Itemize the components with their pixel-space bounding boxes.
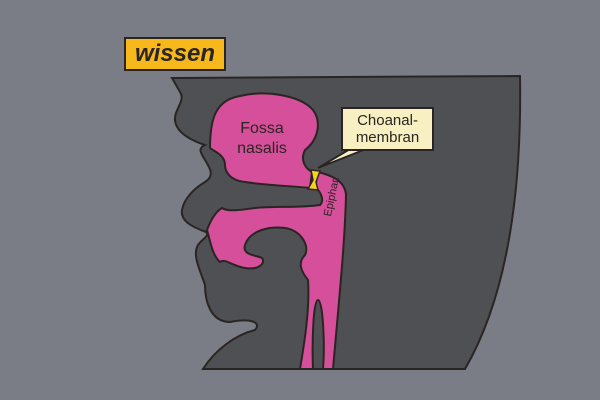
callout-pointer [317,148,367,169]
fossa-nasalis-cavity [208,92,319,190]
choanal-membrane [306,169,322,191]
fossa-nasalis-label: Fossa nasalis [232,119,292,159]
callout-line-2: membran [355,129,420,146]
pharynx-cavity [205,170,348,370]
fossa-line-2: nasalis [237,140,287,157]
choanal-membrane-callout: Choanal- membran [341,107,434,151]
callout-line-1: Choanal- [357,112,418,129]
fossa-line-1: Fossa [240,120,284,137]
wissen-logo: wissen [124,37,226,71]
